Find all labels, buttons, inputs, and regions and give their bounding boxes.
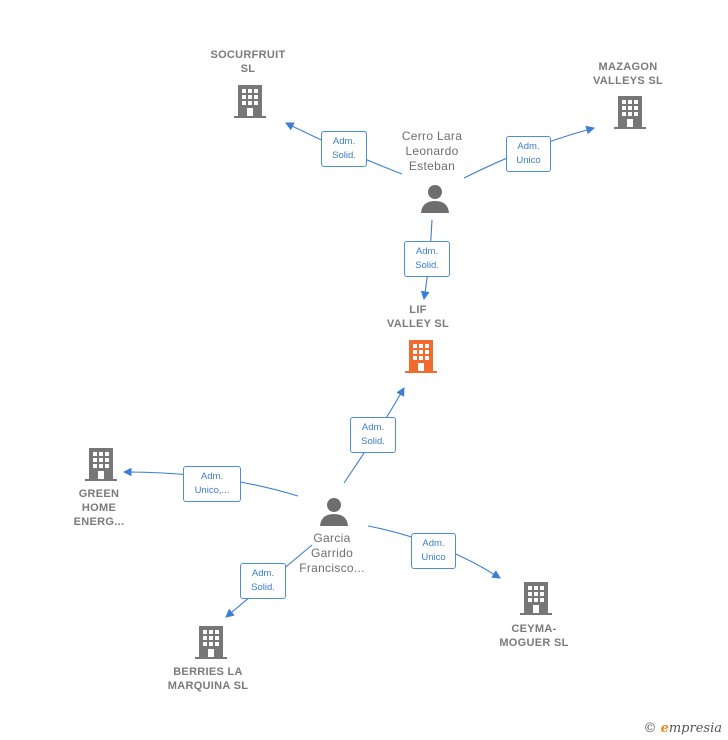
person-icon[interactable] [420, 184, 450, 214]
brand-initial: e [660, 721, 669, 736]
edge-label-garcia-ceyma: Adm. Unico [411, 533, 456, 569]
building-icon[interactable] [234, 83, 266, 119]
node-cerro-lara[interactable]: Cerro Lara Leonardo Esteban [401, 129, 463, 173]
empresia-watermark: © empresia [643, 721, 722, 736]
node-green-home[interactable]: GREEN HOME ENERG... [73, 488, 125, 528]
building-icon[interactable] [614, 94, 646, 130]
building-icon[interactable] [520, 580, 552, 616]
node-berries[interactable]: BERRIES LA MARQUINA SL [167, 666, 249, 692]
edge-label-garcia-green: Adm. Unico,... [183, 466, 241, 502]
copyright-symbol: © [643, 721, 657, 736]
edge-label-cerro-lif: Adm. Solid. [404, 241, 450, 277]
brand-rest: mpresia [668, 721, 722, 736]
building-icon[interactable] [195, 624, 227, 660]
edge-label-garcia-lif: Adm. Solid. [350, 417, 396, 453]
person-icon[interactable] [319, 497, 349, 527]
node-lif-valley[interactable]: LIF VALLEY SL [386, 304, 450, 330]
edge-label-garcia-berries: Adm. Solid. [240, 563, 286, 599]
node-mazagon[interactable]: MAZAGON VALLEYS SL [592, 61, 664, 87]
focus-building-icon[interactable] [405, 338, 437, 374]
node-ceyma-moguer[interactable]: CEYMA- MOGUER SL [499, 623, 569, 649]
edge-label-cerro-mazagon: Adm. Unico [506, 136, 551, 172]
building-icon[interactable] [85, 446, 117, 482]
node-garcia-garrido[interactable]: Garcia Garrido Francisco... [299, 531, 365, 575]
node-socurfruit[interactable]: SOCURFRUIT SL [210, 49, 286, 75]
edge-label-cerro-socurfruit: Adm. Solid. [321, 131, 367, 167]
